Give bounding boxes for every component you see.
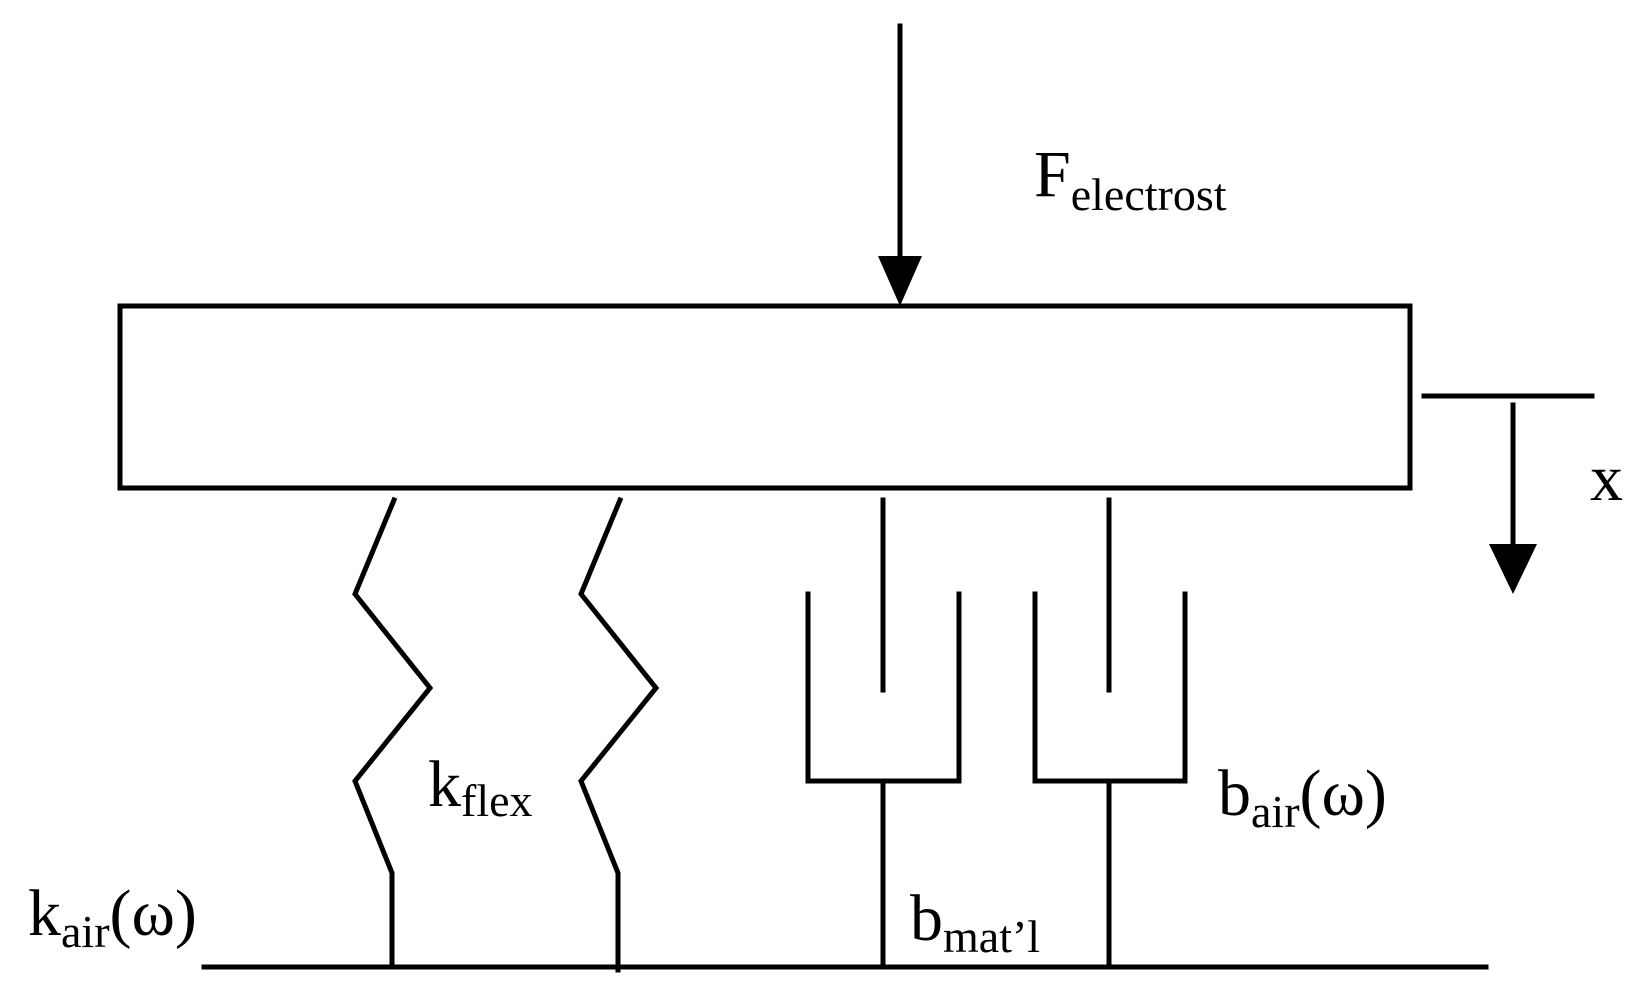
damper-material [805,497,962,968]
proof-mass-block [117,303,1413,491]
k-flex-label: kflex [428,748,533,826]
displacement-arrow [1421,393,1595,594]
force-label: Felectrost [1034,138,1227,220]
flexure-spring-right [578,496,660,973]
k-air-label: kair(ω) [28,877,197,957]
flexure-spring-left [352,496,434,968]
force-arrow [878,23,922,306]
b-mat-label: bmat’l [910,882,1040,962]
b-air-label: bair(ω) [1218,757,1387,837]
damper-air [1032,497,1188,968]
displacement-label: x [1590,442,1623,515]
